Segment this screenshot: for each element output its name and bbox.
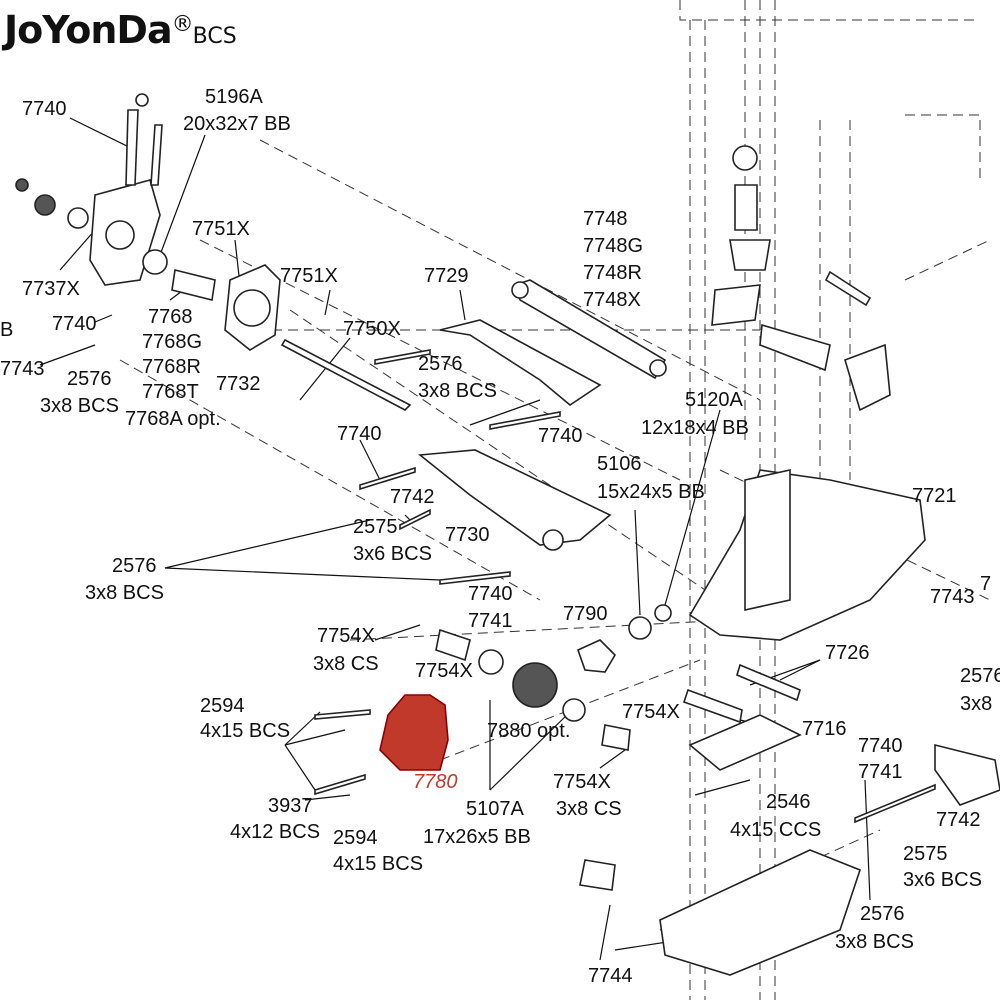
part-label: 7754X <box>415 660 473 682</box>
part-label: 7768A opt. <box>125 408 221 430</box>
part-label: 4x15 BCS <box>200 720 290 742</box>
part-label: 3937 <box>268 795 313 817</box>
part-label: 2575 <box>903 843 948 865</box>
part-label: 2594 <box>333 827 378 849</box>
part-label: 3x8 BCS <box>418 380 497 402</box>
part-label: 2576 <box>418 353 463 375</box>
part-label: 2576 <box>112 555 157 577</box>
part-label: 7748 <box>583 208 628 230</box>
part-label: 3x8 CS <box>313 653 379 675</box>
part-label: 15x24x5 BB <box>597 481 705 503</box>
part-label: 7729 <box>424 265 469 287</box>
part-label: 7743 <box>0 358 45 380</box>
part-label: 3x8 BCS <box>835 931 914 953</box>
part-label: 7742 <box>936 809 981 831</box>
part-label: 7740 <box>22 98 67 120</box>
part-label: 3x8 BCS <box>40 395 119 417</box>
part-label: 7768T <box>142 381 199 403</box>
part-label: 7790 <box>563 603 608 625</box>
part-label: 2576 <box>67 368 112 390</box>
part-label: 7740 <box>52 313 97 335</box>
brand-name: JoYonDa <box>4 8 173 52</box>
part-label: 7726 <box>825 642 870 664</box>
part-label: 7748R <box>583 262 642 284</box>
part-label: B <box>0 319 13 341</box>
part-label: 12x18x4 BB <box>641 417 749 439</box>
part-label: 5196A <box>205 86 263 108</box>
part-label: 7741 <box>858 761 903 783</box>
part-label: 7741 <box>468 610 513 632</box>
part-label: 7740 <box>337 423 382 445</box>
brand-logo: JoYonDa®BCS <box>4 8 237 52</box>
part-label: 2576 <box>960 665 1000 687</box>
part-label: 7750X <box>343 318 401 340</box>
part-label: 4x15 CCS <box>730 819 821 841</box>
part-label: 3x6 BCS <box>903 869 982 891</box>
part-label: 7743 <box>930 586 975 608</box>
part-label: 3x6 BCS <box>353 543 432 565</box>
part-label: 7732 <box>216 373 261 395</box>
part-label: 3x8 CS <box>556 798 622 820</box>
brand-suffix: BCS <box>192 24 237 49</box>
part-label: 2594 <box>200 695 245 717</box>
part-label: 5106 <box>597 453 642 475</box>
part-label: 2546 <box>766 791 811 813</box>
part-label: 7737X <box>22 278 80 300</box>
part-label: 7751X <box>192 218 250 240</box>
part-label: 7740 <box>858 735 903 757</box>
part-label: 7744 <box>588 965 633 987</box>
part-label: 5107A <box>466 798 524 820</box>
part-label: 2576 <box>860 903 905 925</box>
part-label: 7 <box>980 573 991 595</box>
part-label: 7742 <box>390 486 435 508</box>
highlighted-part-7780 <box>379 694 449 771</box>
part-label: 7748X <box>583 289 641 311</box>
part-label: 20x32x7 BB <box>183 113 291 135</box>
part-label: 7880 opt. <box>487 720 570 742</box>
registered-mark: ® <box>171 12 194 37</box>
part-label: 4x15 BCS <box>333 853 423 875</box>
part-label: 7730 <box>445 524 490 546</box>
part-label: 7754X <box>553 771 611 793</box>
part-label: 7721 <box>912 485 957 507</box>
highlighted-part-label: 7780 <box>413 771 458 793</box>
part-label: 7740 <box>468 583 513 605</box>
part-label: 7754X <box>622 701 680 723</box>
part-label: 2575 <box>353 516 398 538</box>
leader-lines <box>39 117 871 961</box>
part-label: 4x12 BCS <box>230 821 320 843</box>
part-label: 7768R <box>142 356 201 378</box>
part-label: 7768G <box>142 331 202 353</box>
part-label: 17x26x5 BB <box>423 826 531 848</box>
part-label: 7754X <box>317 625 375 647</box>
part-label: 7716 <box>802 718 847 740</box>
part-label: 7748G <box>583 235 643 257</box>
part-label: 5120A <box>685 389 743 411</box>
part-label: 7768 <box>148 306 193 328</box>
parts <box>15 93 1000 976</box>
part-label: 3x8 <box>960 693 992 715</box>
part-label: 7751X <box>280 265 338 287</box>
part-label: 7740 <box>538 425 583 447</box>
part-label: 3x8 BCS <box>85 582 164 604</box>
